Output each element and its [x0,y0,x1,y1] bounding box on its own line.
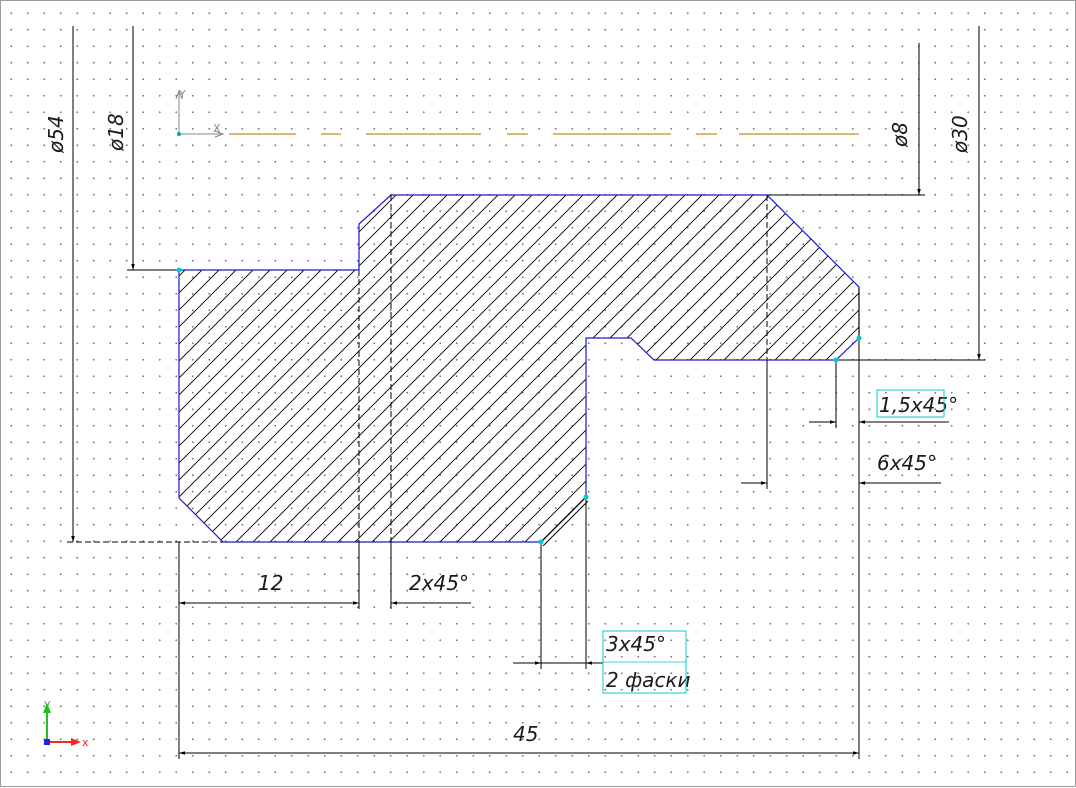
section-hatching [179,195,859,542]
dim-chamfer-1-5x45[interactable]: 1,5x45° [879,393,958,417]
dim-chamfer-6x45[interactable]: 6x45° [877,451,937,475]
dim-length-12[interactable]: 12 [258,571,283,595]
local-axis-y-label: Y [178,88,186,101]
dim-chamfer-3x45[interactable]: 3x45° [606,632,666,656]
local-axes [175,89,225,138]
dim-diameter-30[interactable]: ø30 [948,115,972,154]
dimension-lines [67,26,985,759]
origin-point [177,132,181,136]
selection-box-1-5x45 [876,389,945,418]
global-axes-triad [43,703,81,746]
local-axis-x-label: X [213,122,221,135]
part-contour[interactable] [178,194,860,543]
dim-diameter-8[interactable]: ø8 [888,122,912,148]
global-axis-y-label: y [44,697,51,710]
snap-points [176,267,862,545]
internal-edges [358,195,768,542]
chamfer-offset-line [542,500,589,547]
dim-chamfer-2x45[interactable]: 2x45° [409,571,469,595]
dim-diameter-54[interactable]: ø54 [44,115,68,154]
dim-length-45[interactable]: 45 [513,722,538,746]
dim-chamfer-count[interactable]: 2 фаски [606,668,691,692]
global-axis-x-label: x [82,736,89,749]
selected-chamfer-edge[interactable] [540,496,587,543]
dim-diameter-18[interactable]: ø18 [104,113,128,152]
